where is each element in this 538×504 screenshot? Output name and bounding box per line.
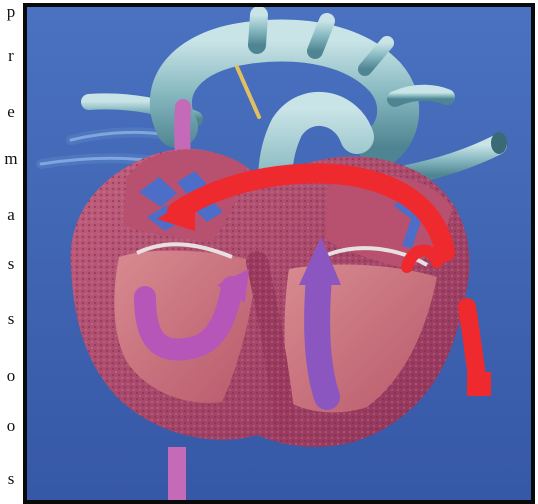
heart-illustration: [27, 7, 531, 500]
margin-glyph: o: [4, 417, 18, 434]
left-margin-text: p r e m a s s o o s: [0, 0, 22, 501]
margin-glyph: a: [4, 206, 18, 223]
margin-glyph: m: [4, 150, 18, 167]
margin-glyph: s: [4, 470, 18, 487]
margin-glyph: r: [4, 47, 18, 64]
heart-illustration-frame: [23, 3, 535, 504]
margin-glyph: o: [4, 367, 18, 384]
margin-glyph: p: [4, 3, 18, 20]
margin-glyph: s: [4, 310, 18, 327]
margin-glyph: s: [4, 255, 18, 272]
margin-glyph: e: [4, 103, 18, 120]
